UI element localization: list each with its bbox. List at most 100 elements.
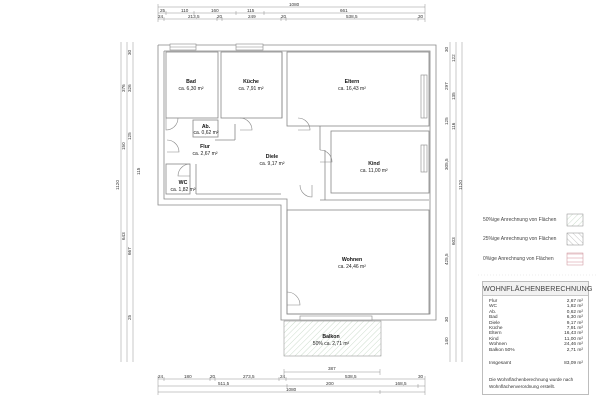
dim-left: 125 xyxy=(127,132,132,140)
dim-top: 110 xyxy=(181,8,189,13)
dim-left: 30 xyxy=(127,49,132,55)
svg-text:ca. 7,91 m²: ca. 7,91 m² xyxy=(238,86,263,92)
left-dimension-lines xyxy=(120,42,134,362)
dim-top: 25 xyxy=(160,8,166,13)
dim-bottom: 387 xyxy=(328,366,336,371)
svg-text:ca. 9,17 m²: ca. 9,17 m² xyxy=(259,161,284,167)
dim-bottom: 30 xyxy=(418,374,424,379)
room-wohnen: Wohnen ca. 24,46 m² xyxy=(338,257,366,270)
svg-text:Kind: Kind xyxy=(368,161,380,167)
dim-top: 213,5 xyxy=(188,14,200,19)
dim-bottom: 24 xyxy=(280,374,286,379)
room-kind: Kind ca. 11,00 m² xyxy=(360,161,388,174)
svg-text:Diele: Diele xyxy=(266,154,279,160)
room-balkon: Balkon 50% ca. 2,71 m² xyxy=(313,334,350,347)
dim-bottom: 200 xyxy=(326,381,334,386)
dim-left: 25 xyxy=(127,314,132,320)
dim-top-overall: 1080 xyxy=(289,2,300,7)
dim-bottom: 168,5 xyxy=(395,381,407,386)
svg-text:WC: WC xyxy=(179,180,188,186)
dim-left: 326 xyxy=(127,84,132,92)
dim-bottom-overall: 1080 xyxy=(286,387,297,392)
doors xyxy=(165,117,333,306)
dim-bottom: 538,5 xyxy=(345,374,357,379)
calc-note: Die Wohnflächenberechnung wurde nach Woh… xyxy=(489,377,574,389)
legend-swatch-0 xyxy=(566,252,584,266)
dim-left: 115 xyxy=(136,167,141,175)
dim-top: 24 xyxy=(158,14,164,19)
dim-right: 30 xyxy=(444,46,449,52)
legend-swatch-50 xyxy=(566,213,584,227)
svg-text:Küche: Küche xyxy=(243,79,259,85)
right-dimension-lines xyxy=(449,42,463,362)
dim-right: 603 xyxy=(451,237,456,245)
calc-row: Ab.0,62 m² xyxy=(489,309,583,315)
dim-top: 249 xyxy=(248,14,256,19)
dim-top: 20 xyxy=(217,14,223,19)
dim-right: 122 xyxy=(451,54,456,62)
room-flur: Flur ca. 2,67 m² xyxy=(192,144,217,157)
room-eltern: Eltern ca. 16,43 m² xyxy=(338,79,366,92)
dim-top: 20 xyxy=(281,14,287,19)
calc-total-value: 83,09 m² xyxy=(564,361,583,366)
svg-text:Eltern: Eltern xyxy=(345,79,360,85)
svg-text:ca. 2,67 m²: ca. 2,67 m² xyxy=(192,151,217,157)
dim-right: 305,5 xyxy=(444,158,449,170)
dim-right: 116 xyxy=(451,122,456,130)
dim-right: 30 xyxy=(444,316,449,322)
dim-right: 1120 xyxy=(458,180,463,190)
dim-left: 376 xyxy=(121,84,126,92)
balcony-hatch xyxy=(283,320,382,357)
dim-left: 1120 xyxy=(115,180,120,190)
calc-total-row: Insgesamt 83,09 m² xyxy=(489,361,583,367)
calc-title: WOHNFLÄCHENBERECHNUNG xyxy=(483,282,592,296)
room-kueche: Küche ca. 7,91 m² xyxy=(238,79,263,92)
dim-bottom: 273,5 xyxy=(243,374,255,379)
legend-swatch-25 xyxy=(566,232,584,246)
svg-text:Bad: Bad xyxy=(186,79,196,85)
dim-right: 135 xyxy=(451,92,456,100)
top-dimension-lines xyxy=(157,4,426,22)
dim-bottom: 24 xyxy=(158,374,164,379)
svg-text:ca. 11,00 m²: ca. 11,00 m² xyxy=(360,168,388,174)
calc-row: Balkon 50%2,71 m² xyxy=(489,347,583,353)
svg-text:50% ca. 2,71 m²: 50% ca. 2,71 m² xyxy=(313,341,350,347)
svg-text:ca. 0,62 m²: ca. 0,62 m² xyxy=(193,130,218,136)
svg-text:ca. 6,30 m²: ca. 6,30 m² xyxy=(178,86,203,92)
svg-text:ca. 16,43 m²: ca. 16,43 m² xyxy=(338,86,366,92)
legend-label-50: 50%ige Anrechnung von Flächen xyxy=(483,217,557,223)
dim-left: 643 xyxy=(121,232,126,240)
dim-bottom: 511,5 xyxy=(218,381,230,386)
bottom-dimension-lines xyxy=(157,369,426,395)
room-diele: Diele ca. 9,17 m² xyxy=(259,154,284,167)
svg-text:Balkon: Balkon xyxy=(322,334,339,340)
dim-top: 115 xyxy=(247,8,255,13)
dim-left: 150 xyxy=(121,142,126,150)
room-wc: WC ca. 1,82 m² xyxy=(170,180,195,193)
room-abstellraum: Ab. ca. 0,62 m² xyxy=(193,124,218,136)
dim-left: 667 xyxy=(127,247,132,255)
legend-label-25: 25%ige Anrechnung von Flächen xyxy=(483,236,557,242)
dim-right: 140 xyxy=(444,337,449,345)
legend-label-0: 0%ige Anrechnung von Flächen xyxy=(483,256,554,262)
svg-text:Ab.: Ab. xyxy=(202,124,211,130)
dim-top: 160 xyxy=(211,8,219,13)
room-bad: Bad ca. 6,30 m² xyxy=(178,79,203,92)
dim-right: 297 xyxy=(444,82,449,90)
svg-text:ca. 24,46 m²: ca. 24,46 m² xyxy=(338,264,366,270)
svg-text:Wohnen: Wohnen xyxy=(342,257,362,263)
dim-right: 425,5 xyxy=(444,253,449,265)
svg-text:Flur: Flur xyxy=(200,144,210,150)
dim-bottom: 180 xyxy=(184,374,192,379)
windows xyxy=(169,43,428,321)
